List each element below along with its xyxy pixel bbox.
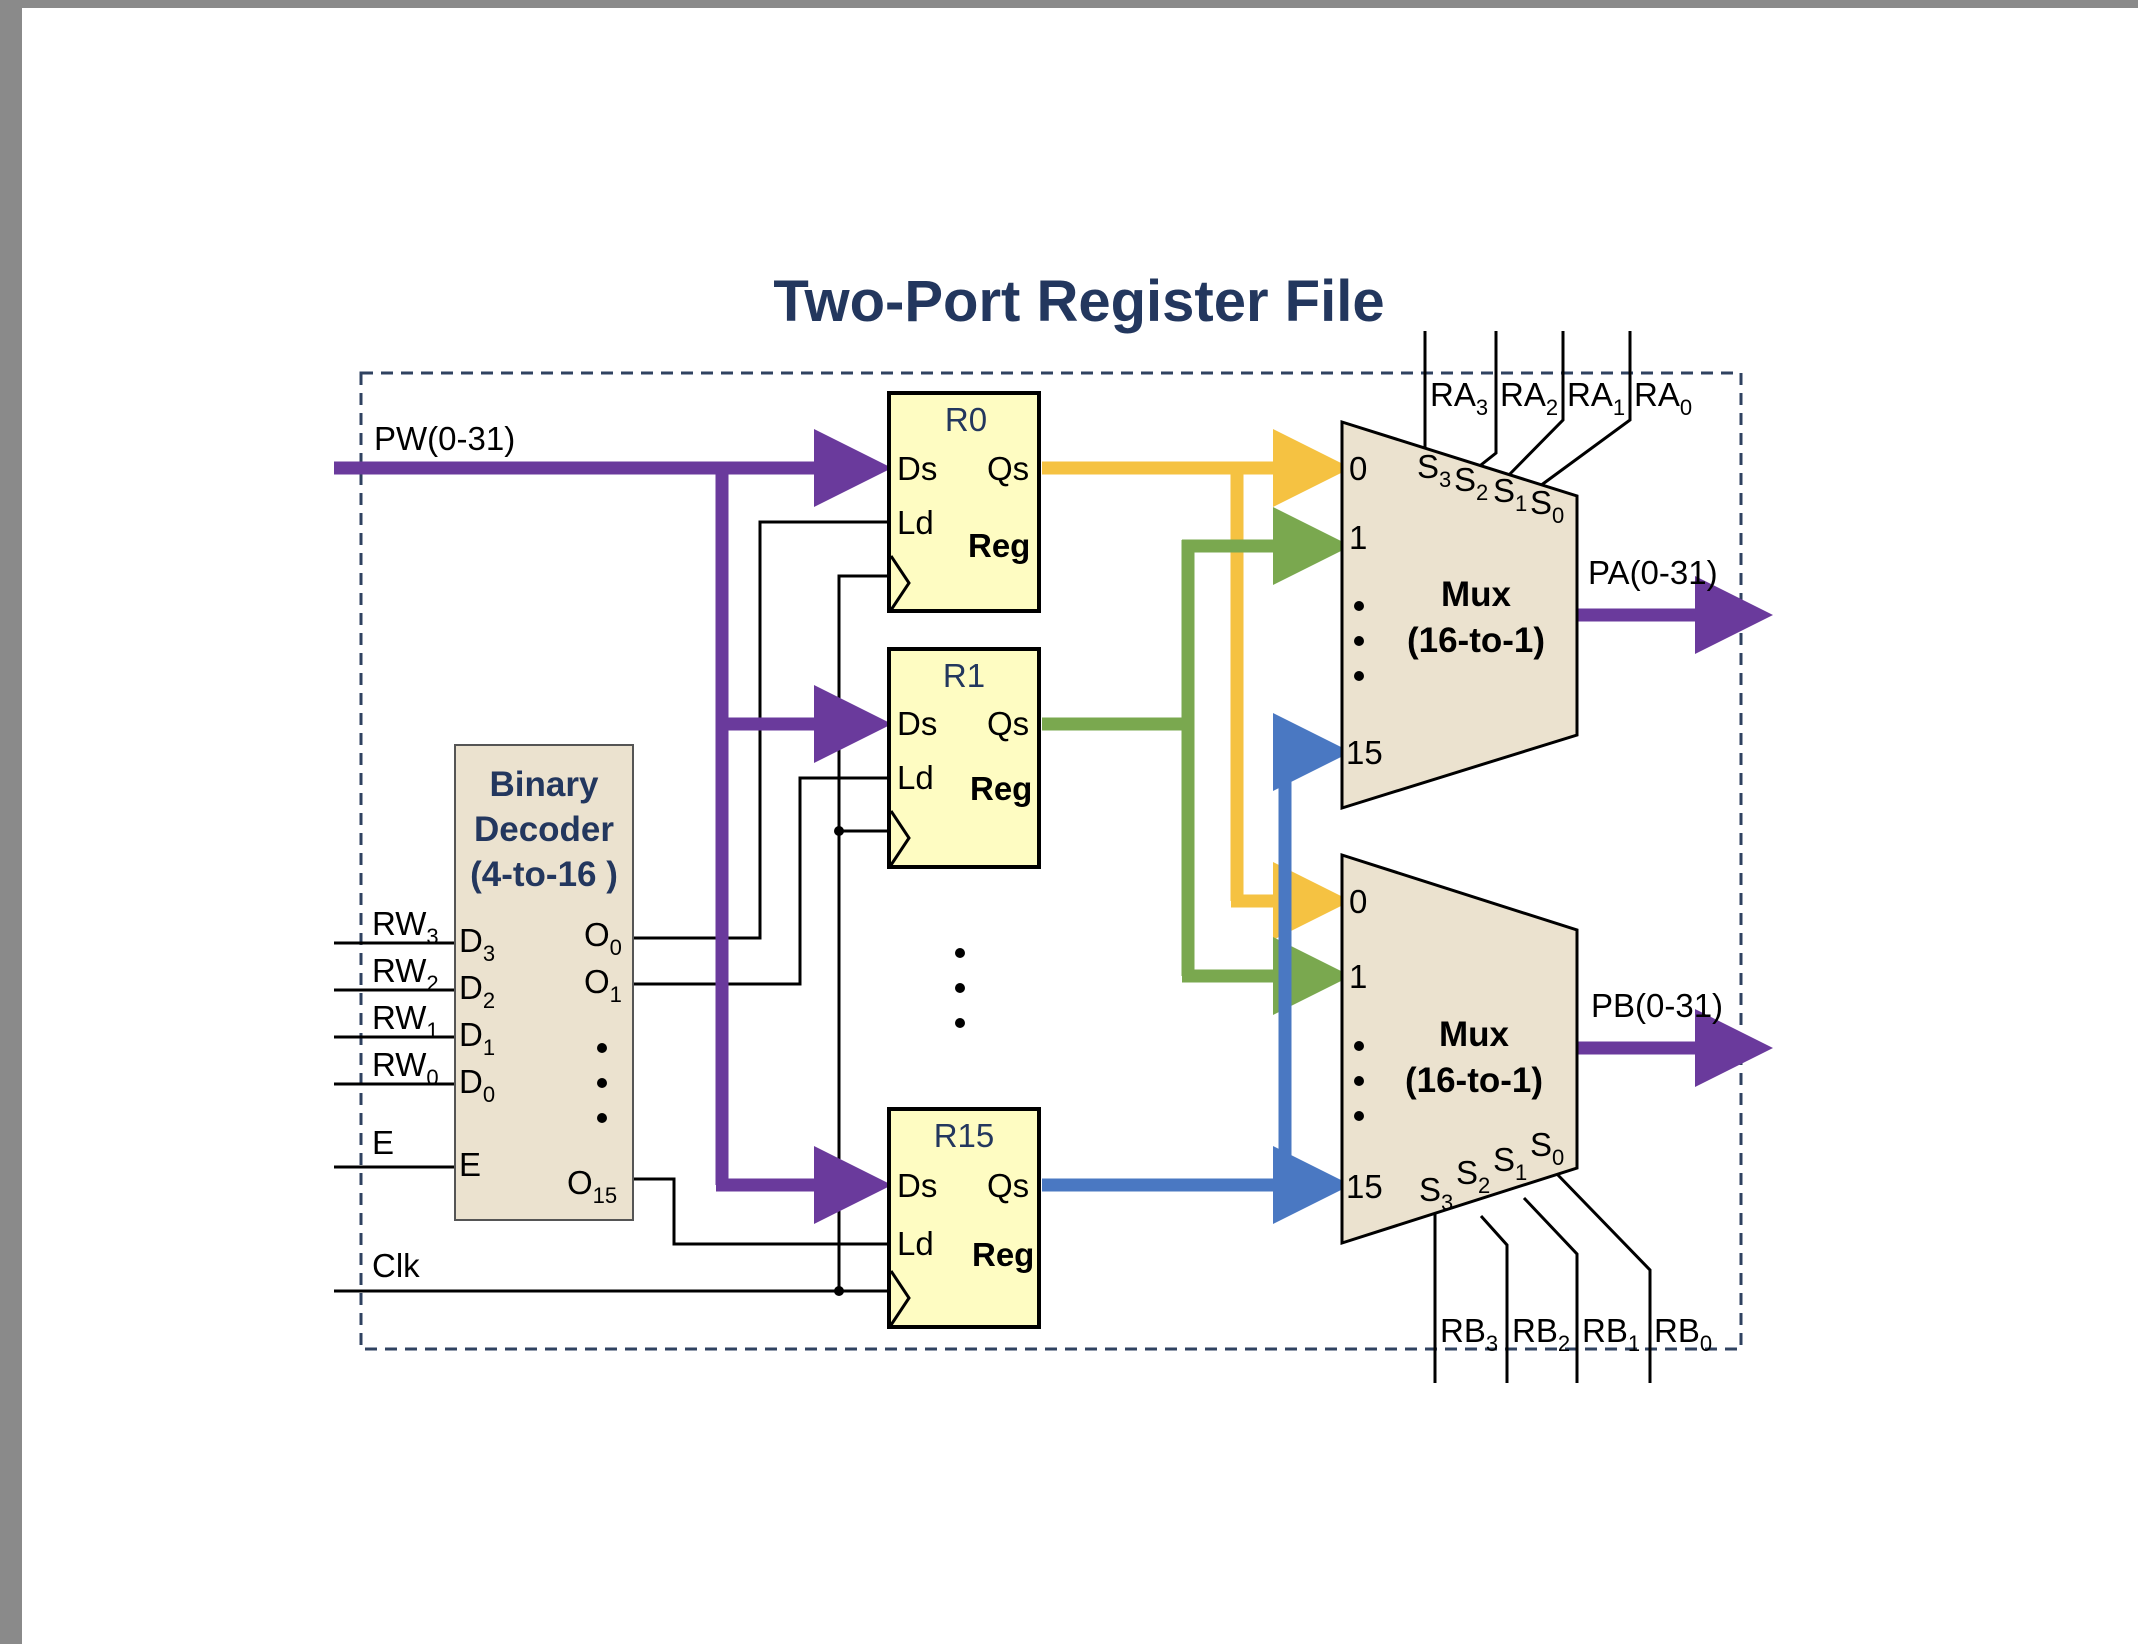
r1-output-bus [1042,507,1351,1015]
page: Two-Port Register File [22,8,2138,1644]
svg-text:Ds: Ds [897,705,937,742]
svg-text:1: 1 [1349,958,1367,995]
svg-text:Ld: Ld [897,504,934,541]
svg-text:RB1: RB1 [1582,1312,1640,1356]
svg-text:Ld: Ld [897,759,934,796]
svg-text:S0: S0 [1530,1126,1564,1170]
register-r15: R15 Ds Qs Ld Reg [887,1107,1041,1329]
svg-text:Ds: Ds [897,1167,937,1204]
pb-label: PB(0-31) [1591,987,1723,1024]
diagram-title: Two-Port Register File [773,269,1384,334]
svg-text:D3: D3 [459,922,495,966]
register-ellipsis [955,948,965,1028]
svg-text:RB2: RB2 [1512,1312,1570,1356]
svg-text:RA3: RA3 [1430,376,1488,420]
rb-labels: RB3 RB2 RB1 RB0 [1440,1312,1712,1356]
binary-decoder: Binary Decoder (4-to-16 ) D3 D2 D1 D0 E … [454,744,634,1221]
svg-text:15: 15 [1346,1168,1383,1205]
control-wires [334,331,1652,1383]
register-file-boundary [359,371,1743,1351]
register-r0: R0 Ds Qs Ld Reg [887,391,1041,613]
svg-text:RB3: RB3 [1440,1312,1498,1356]
enable-label: E [372,1124,394,1161]
register-file-diagram: Two-Port Register File [334,269,1773,1383]
svg-text:Decoder: Decoder [474,810,614,849]
svg-text:RA1: RA1 [1567,376,1625,420]
svg-text:S3: S3 [1419,1171,1453,1215]
svg-text:O1: O1 [584,963,622,1007]
svg-text:Reg: Reg [970,770,1032,807]
svg-text:S1: S1 [1493,1141,1527,1185]
svg-text:R15: R15 [934,1117,995,1154]
svg-text:S2: S2 [1454,461,1488,505]
svg-text:E: E [459,1146,481,1183]
svg-text:S1: S1 [1493,472,1527,516]
pa-label: PA(0-31) [1588,554,1718,591]
svg-text:RB0: RB0 [1654,1312,1712,1356]
svg-text:1: 1 [1349,519,1367,556]
mux-b: 0 1 15 Mux (16-to-1) S3 S2 S1 S0 [1340,852,1579,1246]
svg-text:R1: R1 [943,657,985,694]
svg-text:(16-to-1): (16-to-1) [1405,1061,1543,1100]
svg-text:S0: S0 [1530,484,1564,528]
svg-text:D2: D2 [459,969,495,1013]
svg-text:Mux: Mux [1441,575,1512,614]
svg-text:(4-to-16 ): (4-to-16 ) [470,855,618,894]
rw-labels: RW3 RW2 RW1 RW0 [372,905,439,1090]
svg-text:Binary: Binary [490,765,599,804]
svg-text:Reg: Reg [972,1236,1034,1273]
svg-text:RW3: RW3 [372,905,439,949]
clock-junctions [834,826,844,1296]
svg-text:RW1: RW1 [372,999,439,1043]
svg-text:O0: O0 [584,916,622,960]
svg-text:Reg: Reg [968,527,1030,564]
svg-text:0: 0 [1349,883,1367,920]
svg-text:Qs: Qs [987,705,1029,742]
ra-labels: RA3 RA2 RA1 RA0 [1430,376,1692,420]
svg-text:S2: S2 [1456,1154,1490,1198]
svg-text:RW2: RW2 [372,952,439,996]
mux-a: 0 1 15 Mux (16-to-1) S3 S2 S1 S0 [1340,419,1579,811]
svg-text:O15: O15 [567,1164,617,1208]
pw-label: PW(0-31) [374,420,515,457]
svg-text:Ds: Ds [897,450,937,487]
svg-text:(16-to-1): (16-to-1) [1407,621,1545,660]
svg-text:R0: R0 [945,401,987,438]
svg-text:RW0: RW0 [372,1046,439,1090]
svg-text:RA2: RA2 [1500,376,1558,420]
register-r1: R1 Ds Qs Ld Reg [887,647,1041,869]
svg-text:Qs: Qs [987,1167,1029,1204]
write-data-bus [334,429,892,1224]
svg-text:D0: D0 [459,1063,495,1107]
svg-text:S3: S3 [1417,448,1451,492]
output-buses [1577,576,1773,1087]
svg-text:RA0: RA0 [1634,376,1692,420]
r15-output-bus [1042,713,1351,1224]
svg-text:Ld: Ld [897,1225,934,1262]
svg-text:Qs: Qs [987,450,1029,487]
svg-text:D1: D1 [459,1016,495,1060]
svg-text:Mux: Mux [1439,1015,1510,1054]
svg-text:0: 0 [1349,450,1367,487]
clock-label: Clk [372,1247,420,1284]
svg-text:15: 15 [1346,734,1383,771]
